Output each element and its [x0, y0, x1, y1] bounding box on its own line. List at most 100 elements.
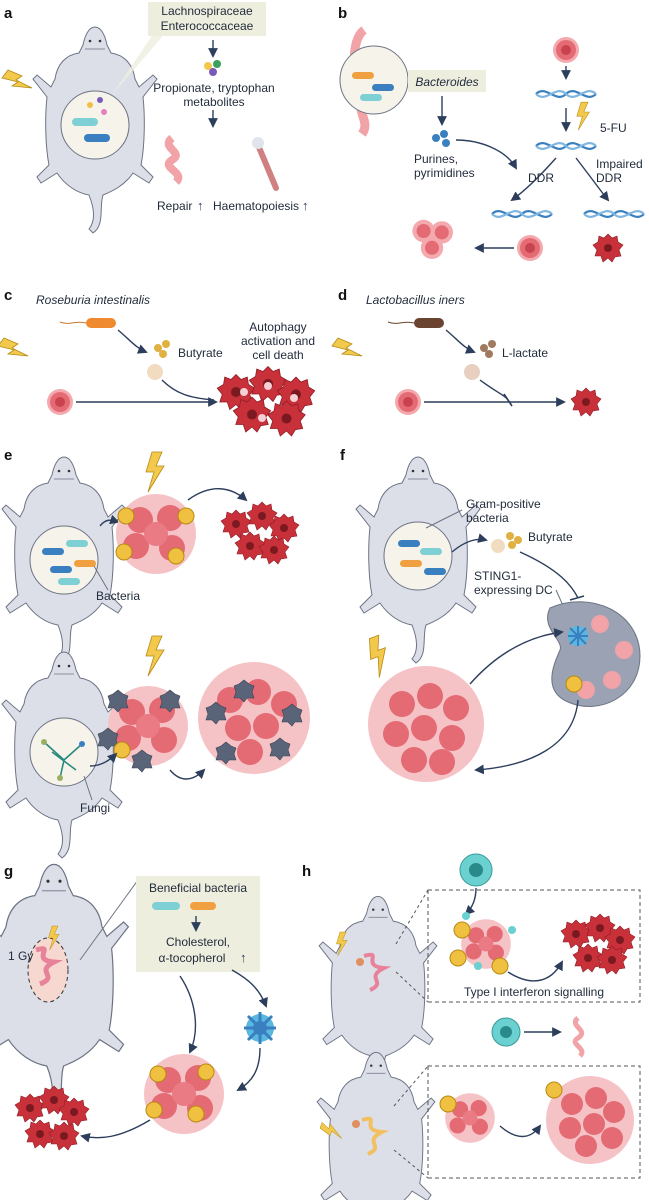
panel-label-a: a	[4, 5, 13, 22]
panel-a: a Lachnospiraceae Enterococcaceae Propio…	[1, 2, 309, 234]
bacteroides-callout	[408, 70, 486, 92]
svg-text:↑: ↑	[302, 198, 309, 213]
dna-icon	[534, 90, 598, 98]
panel-e: e Bacteria Fungi	[1, 447, 310, 859]
interferon-signalling-label: Type I interferon signalling	[464, 985, 604, 999]
dead-cell	[592, 233, 624, 263]
dead-tumour-cluster	[220, 501, 300, 565]
cholesterol-label: Cholesterol,	[166, 935, 230, 949]
impaired-ddr-line-1: Impaired	[596, 157, 643, 171]
bacterium-icon	[86, 318, 116, 328]
sting1-line-2: expressing DC	[474, 583, 553, 597]
purines-line-1: Purines,	[414, 152, 458, 166]
outcome-line-3: cell death	[252, 348, 303, 362]
bacteria-name-2: Enterococcaceae	[161, 19, 254, 33]
bacteria-callout	[148, 2, 266, 36]
haematopoiesis-label: Haematopoiesis	[213, 199, 299, 213]
radiation-bolt-icon	[145, 635, 165, 677]
large-tumour	[546, 1076, 634, 1164]
drug-bolt-icon	[576, 101, 590, 131]
metabolites-line-1: Propionate, tryptophan	[153, 81, 274, 95]
surviving-cell	[517, 235, 543, 261]
fungi-label: Fungi	[80, 801, 110, 815]
dead-tumour-cluster	[14, 1085, 90, 1151]
intestine-icon	[572, 1016, 585, 1058]
svg-text:↑: ↑	[197, 198, 204, 213]
pyrimidines-line-2: pyrimidines	[414, 166, 475, 180]
tumour-cell	[395, 389, 421, 415]
tumour-cell	[47, 389, 73, 415]
inhibition-bar	[569, 595, 585, 601]
radiation-bolt-icon	[145, 451, 165, 493]
beneficial-bacteria-label: Beneficial bacteria	[149, 881, 247, 895]
inset-box-top	[427, 889, 641, 1003]
dead-cell	[570, 387, 602, 417]
metabolite-dot	[464, 364, 480, 380]
gold-bacterium	[117, 507, 135, 525]
damaged-dna-icon	[534, 142, 598, 150]
tocopherol-label: α-tocopherol	[159, 951, 226, 965]
panel-d: d Lactobacillus iners L-lactate	[331, 287, 602, 417]
gram-positive-line-2: bacteria	[466, 511, 509, 525]
panel-label-e: e	[4, 447, 12, 464]
radiation-bolt-icon	[1, 69, 33, 89]
inset-box-bottom	[427, 1065, 641, 1179]
radiation-bolt-icon	[0, 337, 29, 357]
species-label: Lactobacillus iners	[366, 293, 465, 307]
panel-c: c Roseburia intestinalis Butyrate Autoph…	[0, 287, 316, 437]
panel-g: g 1 Gy Beneficial bacteria Cholesterol, …	[0, 863, 276, 1151]
svg-text:↑: ↑	[240, 950, 247, 965]
metabolite-dot	[147, 364, 163, 380]
gut-microbiota-inset	[383, 521, 453, 591]
innate-immune-cell	[459, 853, 493, 887]
large-tumour	[368, 666, 484, 782]
panel-h: h Type I interferon signalling	[302, 853, 641, 1200]
metabolites-line-2: metabolites	[183, 95, 244, 109]
intestine-icon	[164, 134, 183, 185]
unrepaired-dna-icon	[582, 210, 646, 218]
repair-label: Repair	[157, 199, 192, 213]
gram-positive-line-1: Gram-positive	[466, 497, 541, 511]
bacterium-icon	[72, 118, 98, 126]
gut-microbiota-inset	[339, 45, 409, 115]
repaired-dna-icon	[490, 210, 554, 218]
radiation-bolt-icon	[331, 337, 363, 357]
panel-label-d: d	[338, 287, 347, 304]
panel-f: f Gram-positive bacteria Butyrate STING1…	[340, 447, 641, 782]
mouse-illustration	[316, 1051, 436, 1200]
panel-label-f: f	[340, 447, 346, 464]
species-label: Roseburia intestinalis	[36, 293, 150, 307]
lactate-label: L-lactate	[502, 346, 548, 360]
bacteroides-label: Bacteroides	[415, 75, 478, 89]
bacteria-name-1: Lachnospiraceae	[161, 4, 253, 18]
drug-label: 5-FU	[600, 121, 627, 135]
butyrate-label: Butyrate	[178, 346, 223, 360]
bacterium-icon	[84, 134, 110, 142]
tumour-cell	[553, 37, 579, 63]
tumour	[116, 494, 196, 574]
ddr-label: DDR	[528, 171, 554, 185]
dose-label: 1 Gy	[8, 949, 33, 963]
panel-b: b Bacteroides Purines, pyrimidines 5-FU …	[338, 5, 646, 263]
dead-tumour-cluster	[560, 913, 636, 975]
tumour-cluster	[412, 219, 453, 259]
outcome-line-1: Autophagy	[249, 320, 306, 334]
gut-mycobiota-inset	[29, 717, 99, 787]
outcome-line-2: activation and	[241, 334, 315, 348]
bone-icon	[255, 142, 279, 191]
bacterium-icon	[414, 318, 444, 328]
panel-label-b: b	[338, 5, 347, 22]
dendritic-cell	[244, 1012, 276, 1044]
bacteria-label: Bacteria	[96, 589, 140, 603]
butyrate-label: Butyrate	[528, 530, 573, 544]
large-tumour	[198, 662, 310, 774]
sting1-line-1: STING1-	[474, 569, 521, 583]
lymph-node	[547, 601, 641, 707]
autophagic-tumour-cluster	[216, 365, 316, 437]
panel-label-h: h	[302, 863, 311, 880]
impaired-ddr-line-2: DDR	[596, 171, 622, 185]
inhibition-bar	[503, 393, 513, 407]
panel-label-c: c	[4, 287, 12, 304]
panel-label-g: g	[4, 863, 13, 880]
